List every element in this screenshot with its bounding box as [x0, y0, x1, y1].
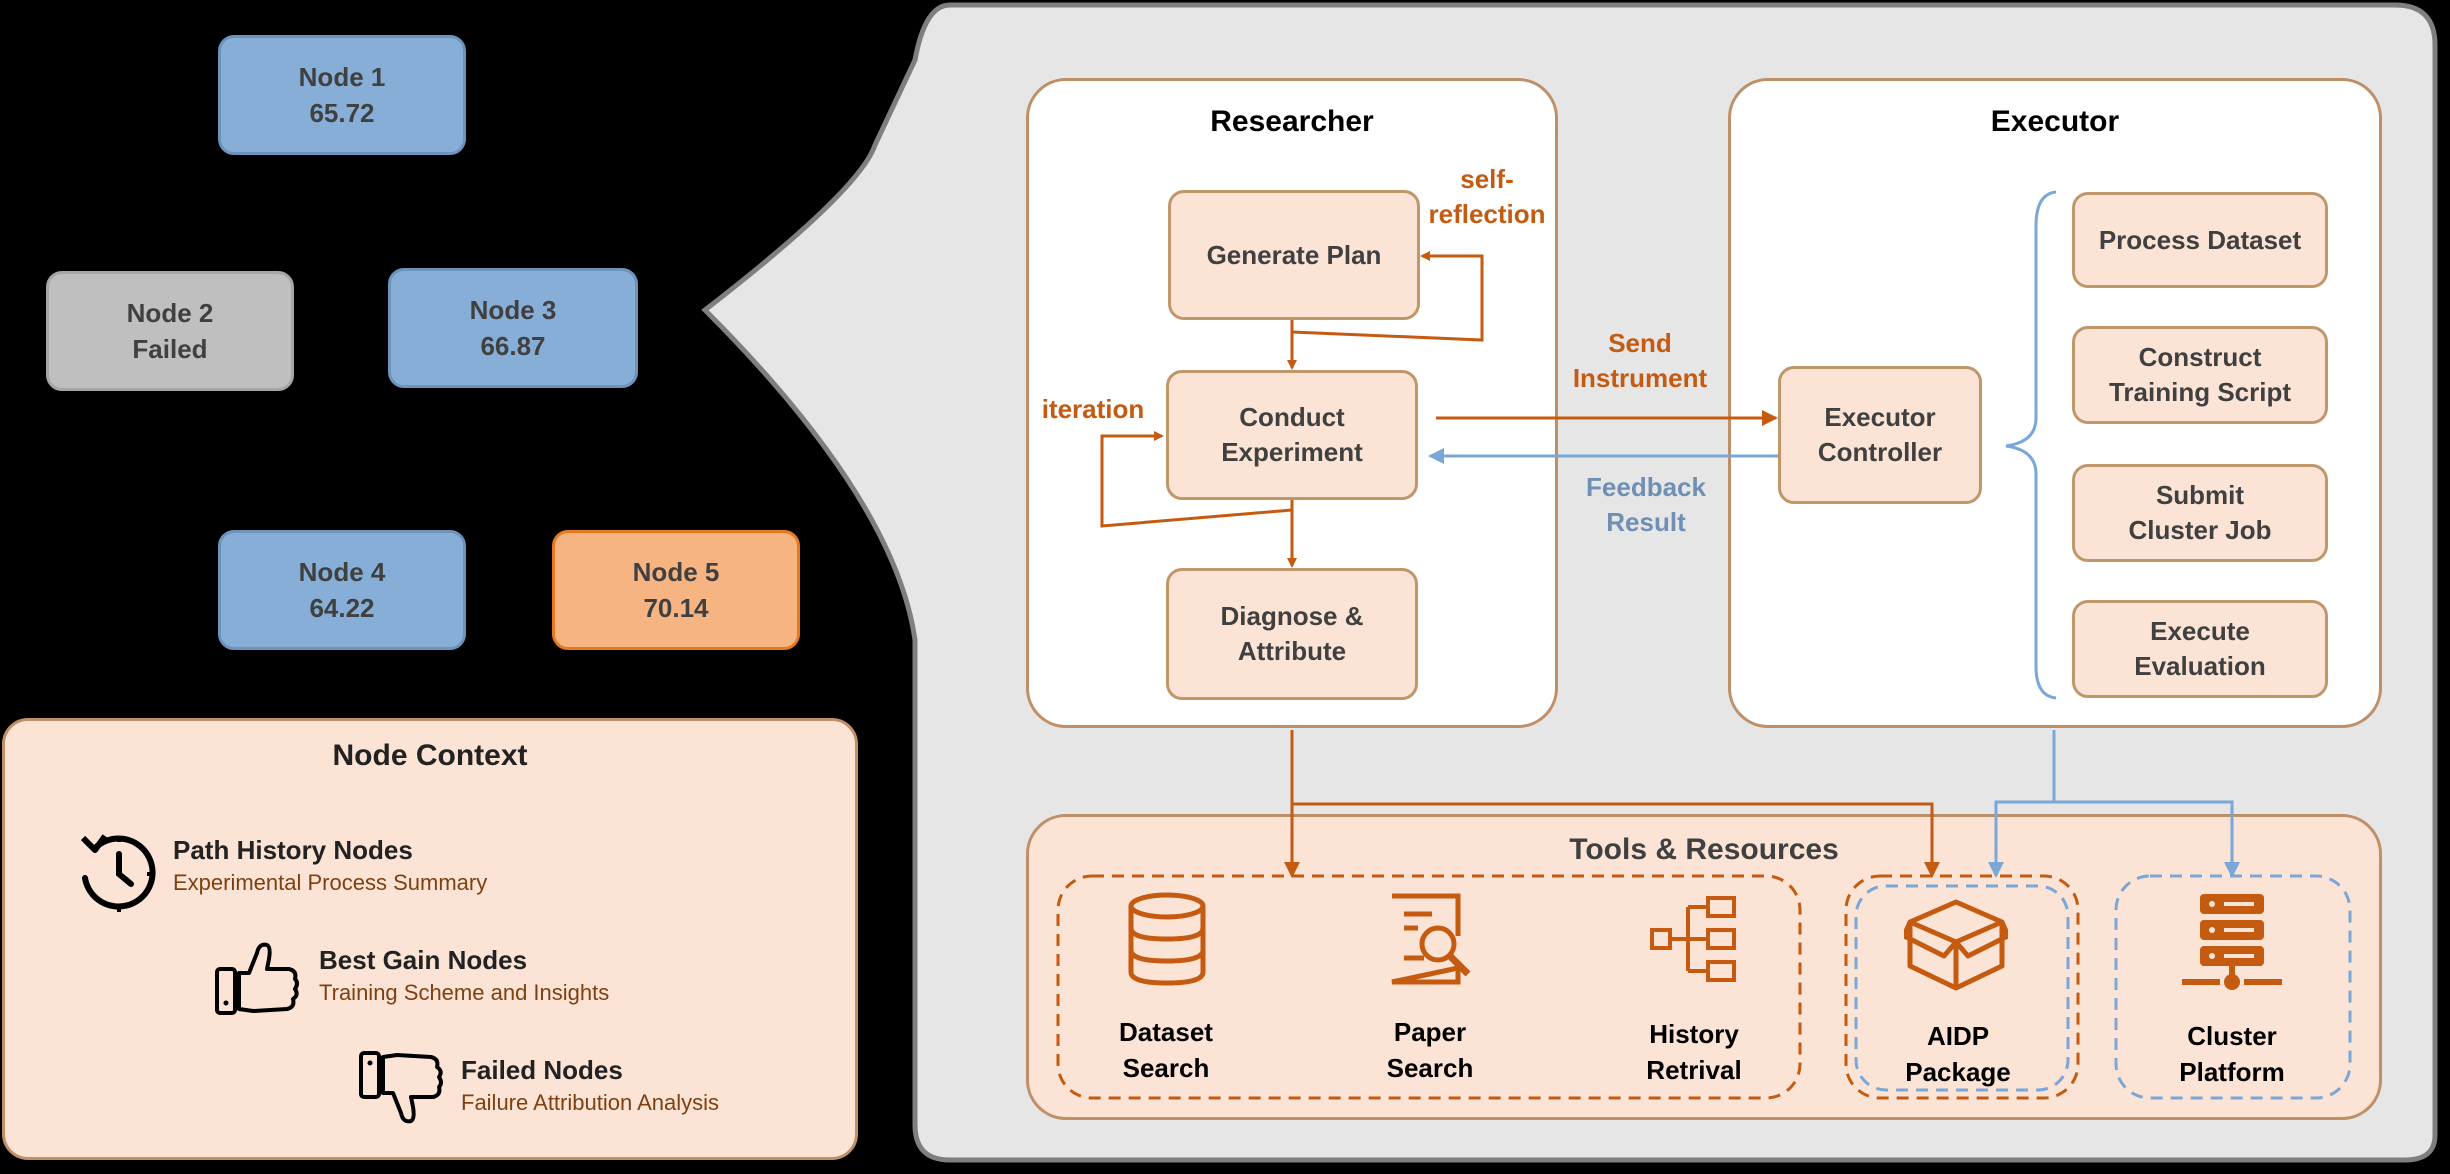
server-icon — [2182, 894, 2282, 990]
task-construct-training-script[interactable]: Construct Training Script — [2072, 326, 2328, 424]
task-brace — [2005, 190, 2057, 700]
task-submit-cluster-job[interactable]: Submit Cluster Job — [2072, 464, 2328, 562]
task-process-dataset[interactable]: Process Dataset — [2072, 192, 2328, 288]
tool-dataset-search[interactable]: Dataset Search — [1119, 1017, 1213, 1083]
context-item-title: Failed Nodes — [461, 1055, 623, 1085]
tools-panel: Tools & Resources — [1026, 814, 2382, 1120]
executor-to-aidp-arrow — [1988, 800, 2054, 878]
tree-node-5[interactable]: Node 5 70.14 — [552, 530, 800, 650]
node-score: 66.87 — [480, 331, 546, 361]
tool-aidp-package[interactable]: AIDP Package — [1905, 1021, 2011, 1087]
context-item-subtitle: Training Scheme and Insights — [319, 980, 610, 1005]
clock-history-icon — [80, 834, 156, 912]
node-score: 64.22 — [309, 593, 375, 623]
step-label: Diagnose & Attribute — [1220, 601, 1364, 666]
node-context-title: Node Context — [332, 739, 528, 772]
iteration-label: iteration — [1041, 394, 1145, 424]
aidp-group-outer — [1844, 874, 2080, 1100]
generate-plan-box[interactable]: Generate Plan — [1168, 190, 1420, 320]
tool-paper-search[interactable]: Paper Search — [1386, 1017, 1474, 1083]
search-tools-group — [1056, 874, 1802, 1100]
conduct-experiment-box[interactable]: Conduct Experiment — [1166, 370, 1418, 500]
thumbs-down-icon — [359, 1051, 443, 1124]
aidp-group-inner — [1854, 884, 2070, 1092]
context-item-subtitle: Experimental Process Summary — [173, 870, 488, 895]
thumbs-up-icon — [215, 942, 299, 1015]
node-score: Failed — [132, 334, 208, 364]
task-label: Submit Cluster Job — [2128, 480, 2272, 545]
executor-to-cluster-arrow — [2054, 800, 2240, 878]
step-label: Conduct Experiment — [1221, 402, 1363, 467]
package-icon — [1904, 899, 2008, 991]
researcher-to-aidp-arrow — [1292, 802, 1940, 878]
self-reflection-loop — [1291, 251, 1484, 342]
context-item-best-gain: Best Gain Nodes Training Scheme and Insi… — [319, 945, 609, 1006]
node-name: Node 3 — [469, 295, 557, 325]
node-name: Node 5 — [632, 557, 720, 587]
feedback-result-label: Feedback Result — [1586, 472, 1706, 537]
tree-node-3[interactable]: Node 3 66.87 — [388, 268, 638, 388]
task-label: Execute Evaluation — [2134, 616, 2266, 681]
cluster-group — [2114, 874, 2352, 1100]
context-item-path-history: Path History Nodes Experimental Process … — [173, 835, 487, 896]
tool-history-retrival[interactable]: History Retrival — [1646, 1019, 1742, 1085]
node-score: 70.14 — [643, 593, 709, 623]
tree-node-4[interactable]: Node 4 64.22 — [218, 530, 466, 650]
researcher-title: Researcher — [1210, 105, 1374, 138]
step-label: Generate Plan — [1206, 239, 1382, 270]
node-name: Node 2 — [126, 298, 214, 328]
tools-title: Tools & Resources — [1569, 833, 1839, 866]
diagnose-attribute-box[interactable]: Diagnose & Attribute — [1166, 568, 1418, 700]
self-reflection-label: self- reflection — [1428, 164, 1546, 229]
tree-node-1[interactable]: Node 1 65.72 — [218, 35, 466, 155]
task-execute-evaluation[interactable]: Execute Evaluation — [2072, 600, 2328, 698]
document-search-icon — [1391, 893, 1471, 985]
context-item-title: Best Gain Nodes — [319, 945, 528, 975]
tree-node-2[interactable]: Node 2 Failed — [46, 271, 294, 391]
iteration-loop — [1100, 431, 1293, 528]
context-item-subtitle: Failure Attribution Analysis — [461, 1090, 720, 1115]
node-context-panel: Node Context Path History Nodes Experime… — [2, 718, 858, 1160]
tool-cluster-platform[interactable]: Cluster Platform — [2179, 1021, 2285, 1087]
hierarchy-icon — [1650, 896, 1736, 982]
context-item-failed: Failed Nodes Failure Attribution Analysi… — [461, 1055, 719, 1116]
controller-label: Executor Controller — [1817, 402, 1943, 467]
executor-title: Executor — [1990, 105, 2120, 138]
send-instrument-label: Send Instrument — [1572, 328, 1708, 393]
node-name: Node 1 — [298, 62, 386, 92]
node-name: Node 4 — [298, 557, 386, 587]
task-label: Process Dataset — [2098, 224, 2302, 255]
task-label: Construct Training Script — [2108, 342, 2292, 407]
executor-controller-box[interactable]: Executor Controller — [1778, 366, 1982, 504]
node-score: 65.72 — [309, 98, 375, 128]
context-item-title: Path History Nodes — [173, 835, 413, 865]
database-icon — [1128, 892, 1206, 986]
